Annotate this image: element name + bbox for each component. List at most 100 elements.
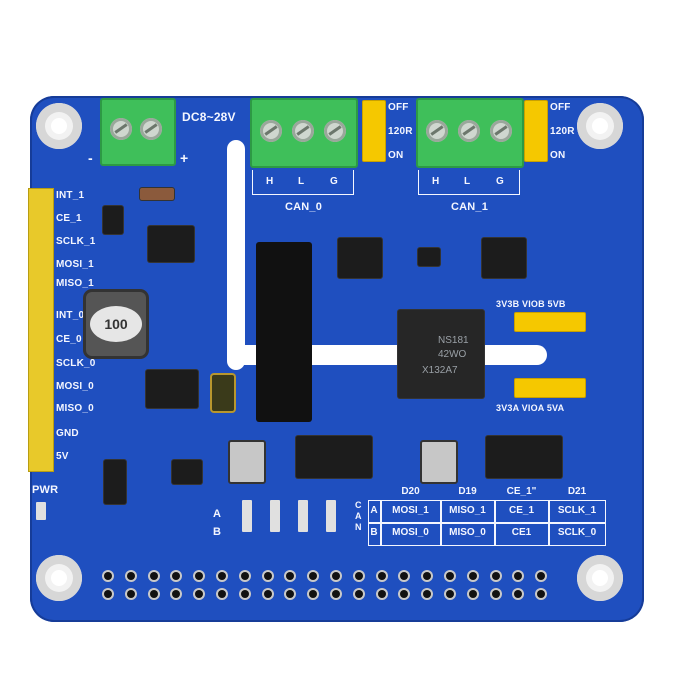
screw-icon (324, 120, 346, 142)
pin-label: 5V (56, 451, 69, 462)
gpio-pin-hole (537, 572, 546, 580)
table-row-b-label: B (370, 527, 378, 538)
gpio-pin-hole (286, 572, 295, 580)
pin-label: MOSI_0 (56, 381, 94, 392)
screw-icon (292, 120, 314, 142)
gpio-pin-hole (400, 572, 409, 580)
gpio-pin-hole (263, 590, 272, 598)
minus-label: - (88, 150, 93, 166)
screw-icon (426, 120, 448, 142)
mounting-hole (577, 103, 623, 149)
isolated-dcdc-module (256, 242, 312, 422)
gpio-pin-hole (537, 590, 546, 598)
mounting-hole (36, 555, 82, 601)
table-cell: MISO_0 (449, 527, 486, 538)
can-transceiver-chip (338, 238, 382, 278)
gpio-pin-hole (354, 572, 363, 580)
jumper-off-label: OFF (388, 102, 409, 113)
gpio-pin-hole (377, 590, 386, 598)
table-cell: CE_1 (508, 505, 534, 516)
power-chip (146, 370, 198, 408)
gpio-40pin-header[interactable] (100, 568, 556, 604)
gpio-side-header[interactable] (28, 188, 54, 472)
vioa-jumper[interactable] (514, 378, 586, 398)
screw-icon (140, 118, 162, 140)
pin-label: SCLK_0 (56, 358, 96, 369)
jumper-on-label: ON (388, 150, 404, 161)
gpio-pin-hole (104, 572, 112, 580)
gpio-pin-hole (240, 590, 249, 598)
gpio-pin-hole (468, 590, 477, 598)
pin-label: GND (56, 428, 79, 439)
gpio-pin-hole (172, 590, 181, 598)
crystal-oscillator (420, 440, 458, 484)
gpio-pin-hole (332, 572, 340, 580)
power-terminal-block[interactable] (100, 98, 176, 166)
solder-jumper[interactable] (242, 500, 252, 532)
voltage-regulator (104, 460, 126, 504)
solder-jumper[interactable] (326, 500, 336, 532)
table-cell: SCLK_1 (557, 505, 597, 516)
mounting-hole (36, 103, 82, 149)
regulator-chip (148, 226, 194, 262)
gpio-pin-hole (149, 590, 158, 598)
isolator-text: X132A7 (422, 365, 458, 376)
can0-l-label: L (298, 176, 305, 187)
pin-label: INT_0 (56, 310, 85, 321)
pin-label: MISO_1 (56, 278, 94, 289)
solder-jumper[interactable] (298, 500, 308, 532)
table-cell: MISO_1 (449, 505, 486, 516)
isolator-text: 42WO (438, 349, 467, 360)
gpio-pin-hole (195, 572, 204, 580)
gpio-pin-hole (514, 590, 523, 598)
viob-label: 3V3B VIOB 5VB (496, 299, 566, 309)
diode (103, 206, 123, 234)
pin-label: SCLK_1 (56, 236, 96, 247)
pwr-label: PWR (32, 484, 59, 496)
pin-label: INT_1 (56, 190, 85, 201)
table-cell: MOSI_0 (392, 527, 429, 538)
table-cell: SCLK_0 (557, 527, 597, 538)
solder-jumper[interactable] (270, 500, 280, 532)
gpio-pin-hole (468, 572, 477, 580)
gpio-pin-hole (126, 590, 135, 598)
jumper-off-label: OFF (550, 102, 571, 113)
can0-g-label: G (330, 176, 338, 187)
gpio-pin-hole (514, 572, 523, 580)
pin-label: CE_0 (56, 334, 82, 345)
can-transceiver-chip (482, 238, 526, 278)
table-header: D19 (458, 486, 477, 497)
can-controller-chip (486, 436, 562, 478)
can0-h-label: H (266, 176, 274, 187)
can1-terminal-block[interactable] (416, 98, 524, 168)
can1-g-label: G (496, 176, 504, 187)
viob-jumper[interactable] (514, 312, 586, 332)
gpio-pin-hole (400, 590, 409, 598)
tantalum-capacitor (212, 375, 234, 411)
gpio-pin-hole (218, 590, 226, 598)
can0-termination-jumper[interactable] (362, 100, 386, 162)
can1-label: CAN_1 (451, 201, 489, 213)
b-label: B (213, 526, 222, 538)
can1-l-label: L (464, 176, 471, 187)
gpio-pin-hole (263, 572, 272, 580)
gpio-pin-hole (423, 590, 432, 598)
jumper-120r-label: 120R (388, 126, 413, 137)
power-inductor: 100 (86, 292, 146, 356)
gpio-pin-hole (309, 572, 318, 580)
digital-isolator-chip: NS181 42WO X132A7 (398, 310, 484, 398)
can0-terminal-block[interactable] (250, 98, 358, 168)
screw-icon (110, 118, 132, 140)
gpio-pin-hole (446, 572, 454, 580)
pin-label: MISO_0 (56, 403, 94, 414)
pin-label: CE_1 (56, 213, 82, 224)
gpio-pin-hole (491, 590, 500, 598)
table-cell: CE1 (511, 527, 532, 538)
gpio-pin-hole (195, 590, 204, 598)
mounting-hole (577, 555, 623, 601)
gpio-pin-hole (149, 572, 158, 580)
table-cell: MOSI_1 (392, 505, 429, 516)
can1-pin-box (418, 170, 520, 195)
isolator-text: NS181 (438, 335, 469, 346)
can1-termination-jumper[interactable] (524, 100, 548, 162)
